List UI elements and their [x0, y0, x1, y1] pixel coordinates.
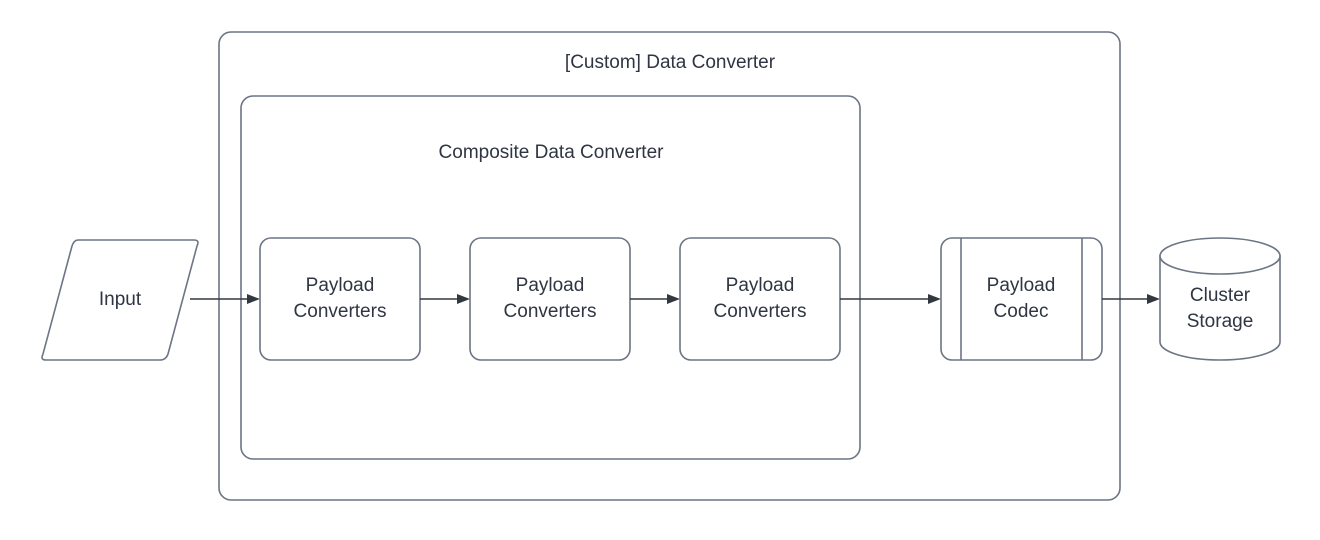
arrowhead-icon [247, 294, 260, 304]
payload-converters-3-label-line2: Converters [714, 301, 807, 322]
payload-converters-2-label-line1: Payload [516, 275, 585, 296]
payload-converters-1-label-line2: Converters [294, 301, 387, 322]
payload-converters-2-label-line2: Converters [504, 301, 597, 322]
payload-converters-2-box[interactable] [469, 237, 631, 361]
custom-data-converter-title: [Custom] Data Converter [565, 52, 776, 73]
node-input[interactable]: Input [41, 239, 199, 361]
node-cluster-storage[interactable]: Cluster Storage [1159, 237, 1281, 361]
container-custom-data-converter[interactable]: [Custom] Data Converter [218, 31, 1121, 501]
custom-data-converter-box[interactable] [218, 31, 1121, 501]
arrowhead-icon [457, 294, 470, 304]
input-parallelogram[interactable] [41, 239, 199, 361]
edge-payload-codec-to-cluster-storage [1102, 294, 1160, 304]
payload-codec-label-line1: Payload [987, 275, 1056, 296]
edge-payload-converters-1-to-2 [420, 294, 470, 304]
arrowhead-icon [1147, 294, 1160, 304]
composite-data-converter-box[interactable] [240, 95, 861, 460]
payload-converters-3-box[interactable] [679, 237, 841, 361]
payload-converters-1-label-line1: Payload [306, 275, 375, 296]
edge-input-to-payload-converters-1 [190, 294, 260, 304]
container-composite-data-converter[interactable]: Composite Data Converter [240, 95, 861, 460]
input-label: Input [99, 289, 142, 310]
node-payload-converters-3[interactable]: Payload Converters [679, 237, 841, 361]
edge-payload-converters-3-to-payload-codec [840, 294, 941, 304]
arrowhead-icon [928, 294, 941, 304]
cluster-storage-label-line2: Storage [1187, 311, 1254, 332]
node-payload-converters-1[interactable]: Payload Converters [259, 237, 421, 361]
composite-data-converter-title: Composite Data Converter [439, 142, 665, 163]
cluster-storage-label-line1: Cluster [1190, 285, 1251, 306]
cluster-storage-cylinder-body[interactable] [1159, 255, 1281, 361]
payload-converters-3-label-line1: Payload [726, 275, 795, 296]
payload-converters-1-box[interactable] [259, 237, 421, 361]
arrowhead-icon [667, 294, 680, 304]
node-payload-converters-2[interactable]: Payload Converters [469, 237, 631, 361]
edge-payload-converters-2-to-3 [630, 294, 680, 304]
payload-codec-label-line2: Codec [994, 301, 1049, 322]
cluster-storage-cylinder-top [1159, 237, 1281, 275]
payload-codec-box[interactable] [940, 237, 1103, 361]
node-payload-codec[interactable]: Payload Codec [940, 237, 1103, 361]
